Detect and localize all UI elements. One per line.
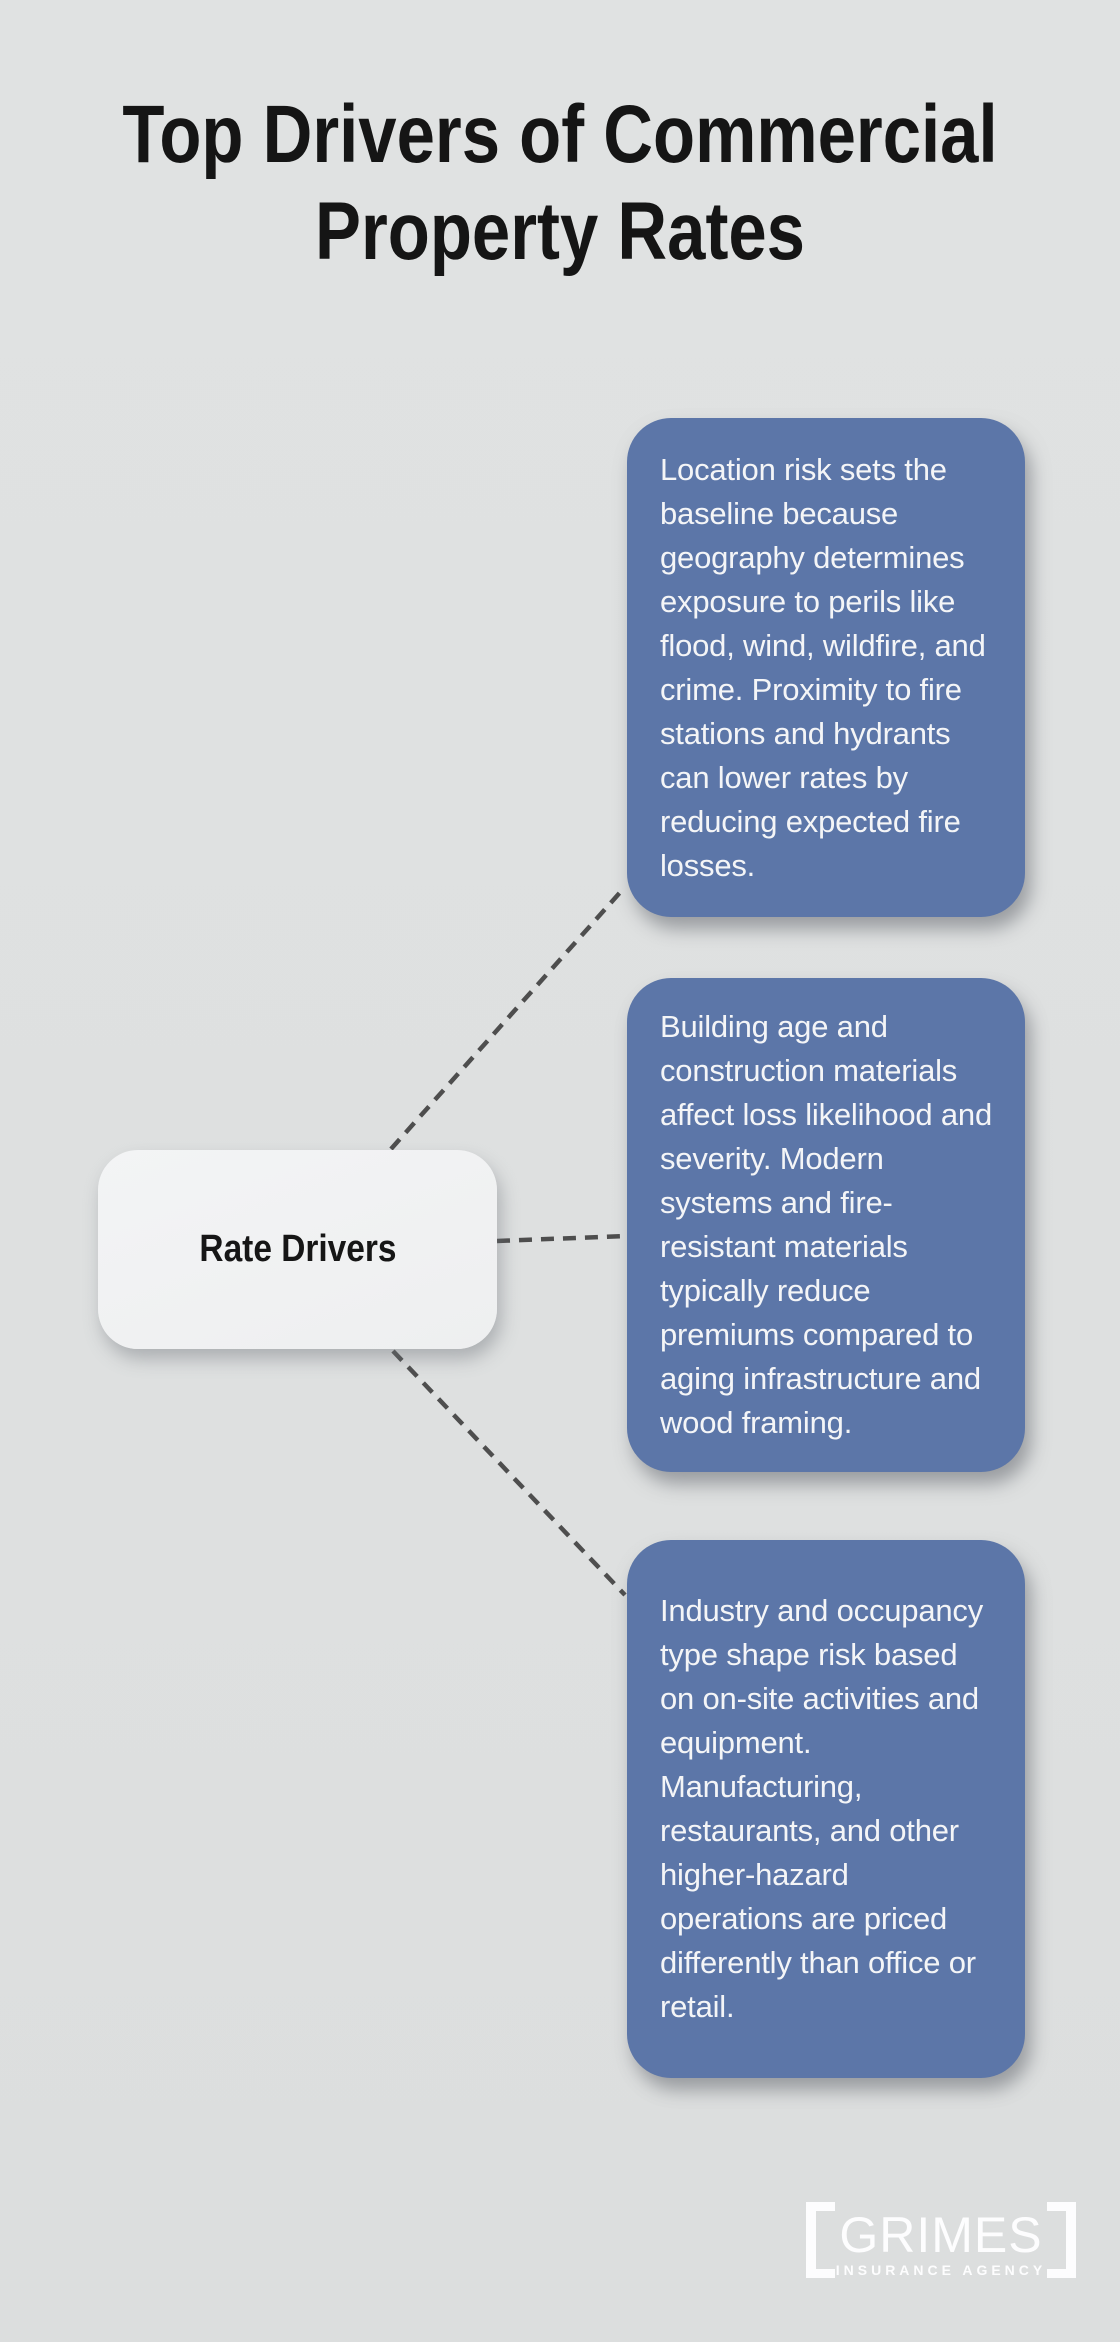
page-title-line-2: Property Rates — [314, 186, 806, 277]
connector-to-driver-2 — [496, 1233, 628, 1244]
connector-to-driver-3 — [391, 1349, 627, 1597]
center-node-label: Rate Drivers — [198, 1228, 397, 1270]
driver-card-building-age: Building age and construction materials … — [627, 978, 1025, 1472]
center-node-rate-drivers: Rate Drivers — [98, 1150, 497, 1349]
page-title-line-1: Top Drivers of Commercial — [122, 89, 998, 180]
logo-bracket-right-icon — [1047, 2202, 1076, 2278]
logo-brand-name: GRIMES — [839, 2207, 1043, 2263]
page-title: Top Drivers of Commercial Property Rates — [90, 86, 1031, 280]
driver-card-text: Building age and construction materials … — [660, 1009, 993, 1440]
logo-subtitle: INSURANCE AGENCY — [835, 2262, 1047, 2278]
driver-card-text: Industry and occupancy type shape risk b… — [660, 1593, 984, 2024]
connector-to-driver-1 — [389, 886, 626, 1151]
driver-card-location-risk: Location risk sets the baseline because … — [627, 418, 1025, 917]
grimes-logo: GRIMES INSURANCE AGENCY — [806, 2202, 1076, 2278]
driver-card-text: Location risk sets the baseline because … — [660, 451, 986, 883]
driver-card-industry-occupancy: Industry and occupancy type shape risk b… — [627, 1540, 1025, 2078]
logo-text-block: GRIMES INSURANCE AGENCY — [835, 2202, 1047, 2278]
logo-bracket-left-icon — [806, 2202, 835, 2278]
